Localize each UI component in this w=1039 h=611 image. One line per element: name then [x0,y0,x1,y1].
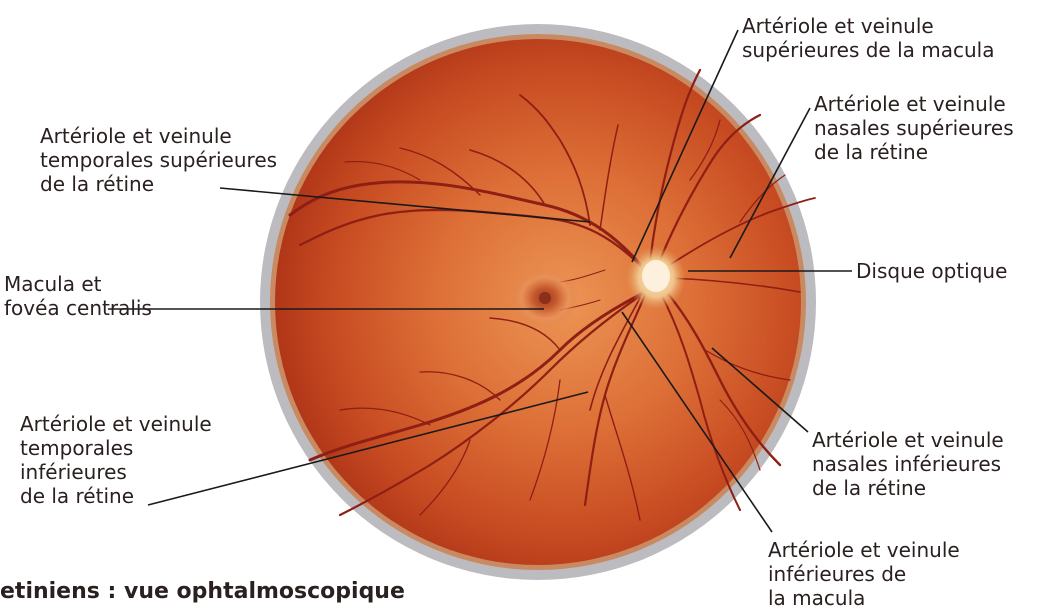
fovea [539,292,551,304]
label-line: fovéa centralis [4,296,152,320]
label-line: de la rétine [40,172,277,196]
label-macula: Macula et fovéa centralis [4,272,152,320]
label-line: Artériole et veinule [812,428,1004,452]
label-line: Artériole et veinule [20,412,212,436]
label-line: Disque optique [856,259,1007,283]
label-nasal-sup: Artériole et veinule nasales supérieures… [814,92,1014,164]
label-line: Artériole et veinule [40,124,277,148]
label-line: de la rétine [814,140,1014,164]
label-line: inférieures [20,460,212,484]
label-line: Artériole et veinule [768,538,960,562]
label-sup-macula: Artériole et veinule supérieures de la m… [742,14,994,62]
label-line: Artériole et veinule [814,92,1014,116]
label-line: de la rétine [812,476,1004,500]
label-line: temporales [20,436,212,460]
label-nasal-inf: Artériole et veinule nasales inférieures… [812,428,1004,500]
label-temporal-sup: Artériole et veinule temporales supérieu… [40,124,277,196]
label-temporal-inf: Artériole et veinule temporales inférieu… [20,412,212,508]
label-line: nasales supérieures [814,116,1014,140]
figure-caption: etiniens : vue ophtalmoscopique [0,578,405,606]
label-line: nasales inférieures [812,452,1004,476]
label-disc: Disque optique [856,259,1007,283]
label-line: la macula [768,586,960,610]
label-line: temporales supérieures [40,148,277,172]
label-line: Macula et [4,272,152,296]
label-line: supérieures de la macula [742,38,994,62]
optic-disc-cup [642,260,670,292]
label-line: Artériole et veinule [742,14,994,38]
label-line: inférieures de [768,562,960,586]
label-line: de la rétine [20,484,212,508]
label-inf-macula: Artériole et veinule inférieures de la m… [768,538,960,610]
